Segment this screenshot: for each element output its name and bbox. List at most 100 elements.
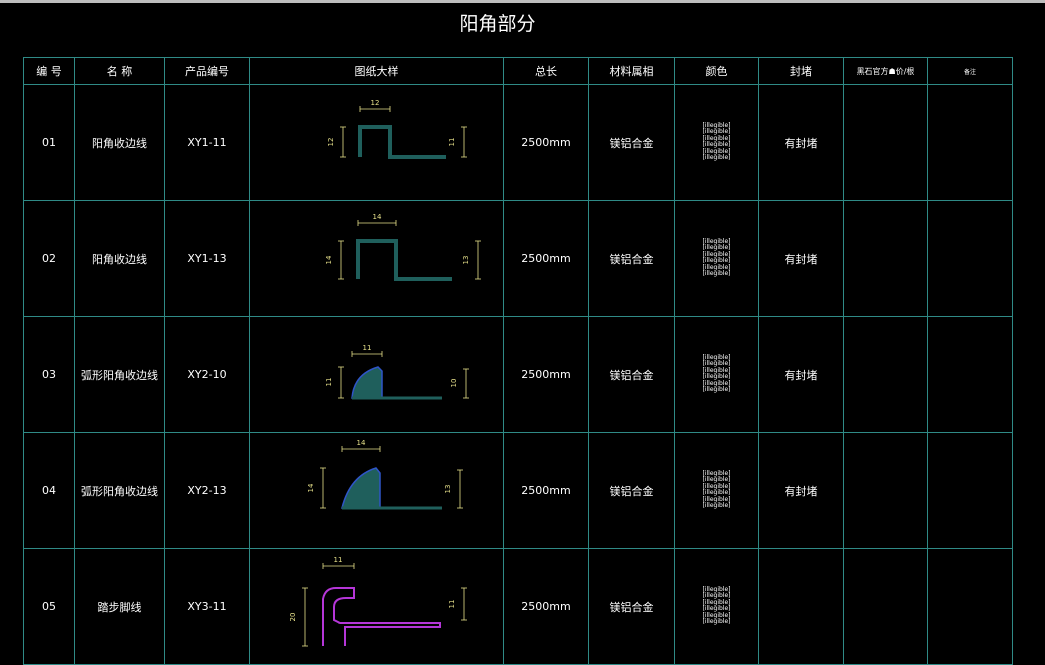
color-item: [illegible] — [702, 598, 731, 606]
color-cell: [illegible][illegible][illegible][illegi… — [674, 200, 759, 317]
note-cell — [927, 84, 1013, 201]
material-cell: 镁铝合金 — [588, 84, 675, 201]
header-row: 编 号 名 称 产品编号 图纸大样 总长 材料属相 颜色 封堵 黑石官方☗价/根… — [23, 57, 1013, 85]
color-list: [illegible][illegible][illegible][illegi… — [702, 585, 731, 626]
no-cell: 05 — [23, 548, 75, 665]
seal-cell: 有封堵 — [758, 316, 844, 433]
seal-cell: 有封堵 — [758, 200, 844, 317]
note-cell — [927, 200, 1013, 317]
price-cell — [843, 316, 928, 433]
note-cell — [927, 432, 1013, 549]
color-cell: [illegible][illegible][illegible][illegi… — [674, 84, 759, 201]
no-cell: 02 — [23, 200, 75, 317]
color-item: [illegible] — [702, 353, 731, 361]
product-table: 编 号 名 称 产品编号 图纸大样 总长 材料属相 颜色 封堵 黑石官方☗价/根… — [23, 57, 1013, 665]
code-cell: XY1-13 — [164, 200, 250, 317]
price-cell — [843, 548, 928, 665]
name-cell: 阳角收边线 — [74, 84, 165, 201]
color-item: [illegible] — [702, 257, 731, 265]
color-list: [illegible][illegible][illegible][illegi… — [702, 121, 731, 162]
color-item: [illegible] — [702, 134, 731, 142]
material-cell: 镁铝合金 — [588, 316, 675, 433]
color-item: [illegible] — [702, 237, 731, 245]
color-item: [illegible] — [702, 366, 731, 374]
page-title: 阳角部分 — [459, 13, 536, 35]
price-cell — [843, 84, 928, 201]
material-cell: 镁铝合金 — [588, 200, 675, 317]
dimension-label: 12 — [371, 99, 380, 107]
no-cell: 03 — [23, 316, 75, 433]
color-item: [illegible] — [702, 250, 731, 258]
header-name: 名 称 — [74, 57, 165, 85]
dimension-label: 11 — [448, 138, 456, 147]
header-no: 编 号 — [23, 57, 75, 85]
color-item: [illegible] — [702, 502, 731, 510]
no-cell: 01 — [23, 84, 75, 201]
material-cell: 镁铝合金 — [588, 432, 675, 549]
color-item: [illegible] — [702, 379, 731, 387]
color-cell: [illegible][illegible][illegible][illegi… — [674, 432, 759, 549]
price-cell — [843, 200, 928, 317]
color-item: [illegible] — [702, 386, 731, 394]
note-cell — [927, 548, 1013, 665]
color-item: [illegible] — [702, 121, 731, 129]
color-item: [illegible] — [702, 605, 731, 613]
dimension-label: 14 — [325, 255, 333, 264]
color-item: [illegible] — [702, 618, 731, 626]
code-cell: XY3-11 — [164, 548, 250, 665]
code-cell: XY1-11 — [164, 84, 250, 201]
code-cell: XY2-13 — [164, 432, 250, 549]
seal-cell: 有封堵 — [758, 84, 844, 201]
name-cell: 阳角收边线 — [74, 200, 165, 317]
name-cell: 弧形阳角收边线 — [74, 432, 165, 549]
dimension-label: 14 — [307, 483, 315, 492]
length-cell: 2500mm — [503, 84, 589, 201]
header-seal: 封堵 — [758, 57, 844, 85]
length-cell: 2500mm — [503, 200, 589, 317]
color-list: [illegible][illegible][illegible][illegi… — [702, 470, 731, 510]
color-item: [illegible] — [702, 495, 731, 503]
header-price: 黑石官方☗价/根 — [843, 57, 928, 85]
color-list: [illegible][illegible][illegible][illegi… — [702, 353, 731, 394]
dimension-label: 11 — [334, 556, 343, 564]
color-cell: [illegible][illegible][illegible][illegi… — [674, 316, 759, 433]
dimension-label: 14 — [373, 213, 382, 221]
color-item: [illegible] — [702, 154, 731, 162]
no-cell: 04 — [23, 432, 75, 549]
color-item: [illegible] — [702, 482, 731, 490]
code-cell: XY2-10 — [164, 316, 250, 433]
dimension-label: 10 — [450, 379, 458, 388]
length-cell: 2500mm — [503, 316, 589, 433]
name-cell: 踏步脚线 — [74, 548, 165, 665]
header-length: 总长 — [503, 57, 589, 85]
color-item: [illegible] — [702, 360, 731, 368]
color-item: [illegible] — [702, 373, 731, 381]
color-item: [illegible] — [702, 585, 731, 593]
color-list: [illegible][illegible][illegible][illegi… — [702, 237, 731, 278]
color-item: [illegible] — [702, 147, 731, 155]
length-cell: 2500mm — [503, 432, 589, 549]
seal-cell: 有封堵 — [758, 432, 844, 549]
dimension-label: 11 — [325, 378, 333, 387]
color-item: [illegible] — [702, 611, 731, 619]
name-cell: 弧形阳角收边线 — [74, 316, 165, 433]
note-cell — [927, 316, 1013, 433]
color-item: [illegible] — [702, 263, 731, 271]
length-cell: 2500mm — [503, 548, 589, 665]
color-item: [illegible] — [702, 270, 731, 278]
color-item: [illegible] — [702, 244, 731, 252]
header-material: 材料属相 — [588, 57, 675, 85]
dimension-label: 13 — [444, 485, 452, 494]
